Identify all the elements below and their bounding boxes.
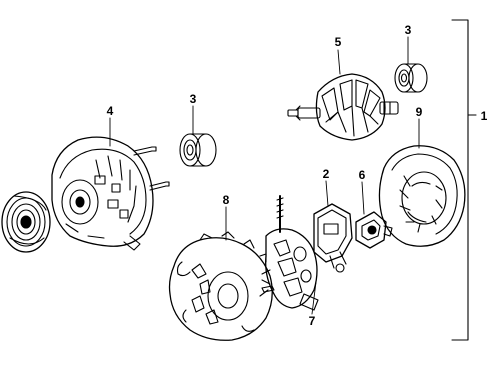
bearing-icon	[179, 133, 217, 167]
callout-2: 2	[322, 167, 330, 181]
callout-8: 8	[222, 193, 230, 207]
assembly-bracket	[451, 19, 477, 341]
rectifier-icon	[259, 195, 319, 311]
brush-holder-icon	[355, 211, 393, 249]
callout-4: 4	[106, 104, 114, 118]
pulley-icon	[1, 191, 51, 253]
callout-3-front-bearing: 3	[189, 92, 197, 106]
leader-lines	[109, 36, 420, 315]
callout-1: 1	[480, 109, 488, 123]
callout-7: 7	[308, 314, 316, 328]
callout-3-rear-bearing: 3	[404, 23, 412, 37]
rear-cover-icon	[378, 145, 466, 247]
end-frame-icon	[168, 231, 275, 341]
callout-5: 5	[334, 35, 342, 49]
callout-9: 9	[415, 105, 423, 119]
rotor-icon	[287, 73, 399, 141]
alternator-front-housing-icon	[51, 136, 170, 251]
callout-6: 6	[358, 168, 366, 182]
bearing-icon	[394, 63, 428, 93]
regulator-icon	[313, 203, 353, 273]
